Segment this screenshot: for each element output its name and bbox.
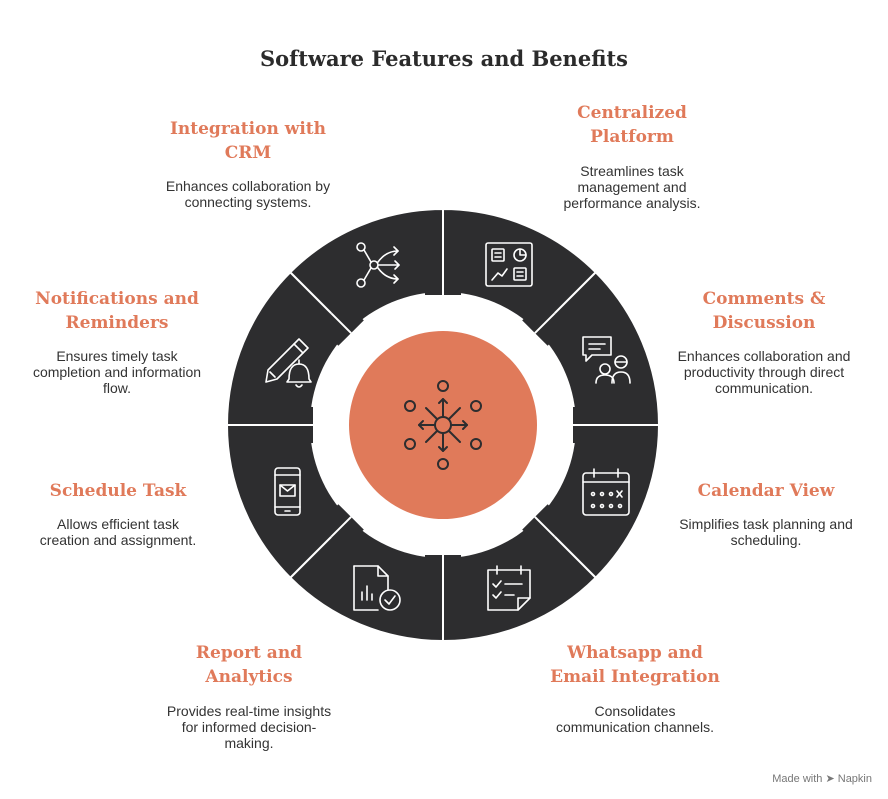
feature-description-line: communication. [714,380,814,396]
checklist-icon [487,565,531,611]
feature-description-line: communication channels. [556,719,714,735]
wheel-tooth [522,300,568,346]
feature-title-line: Notifications and [35,289,199,309]
wheel-tooth [522,504,568,550]
branch-arrows-icon [356,242,400,288]
feature-description-line: management and [577,179,687,195]
feature-title: Comments & Discussion [634,287,888,335]
mobile-mail-icon [274,467,301,516]
feature-title-line: Reminders [65,313,169,333]
feature-description-line: making. [224,735,274,751]
feature-description-line: Enhances collaboration by [165,178,331,194]
feature-description-line: flow. [102,380,131,396]
feature-title: Calendar View [636,479,888,503]
feature-description-line: creation and assignment. [39,532,197,548]
feature-title-line: Comments & [702,289,826,309]
feature-description-line: Allows efficient task [57,516,179,532]
feature-title-line: Calendar View [697,481,835,501]
feature-title-line: Centralized [577,103,687,123]
feature-description-line: for informed decision- [181,719,317,735]
wheel-tooth [318,504,364,550]
feature-description-line: Consolidates [594,703,676,719]
dashboard-icon [485,242,533,287]
network-hub-icon [404,380,482,470]
wheel-tooth [285,407,313,443]
feature-title-line: Report and [195,643,303,663]
feature-title-line: Discussion [712,313,816,333]
center-hub [349,331,537,519]
feature-description-line: Simplifies task planning and [679,516,853,532]
napkin-logo-icon: ➤ [825,773,835,785]
feature-title-line: Integration with [169,119,327,139]
feature-title-line: Whatsapp and [567,643,703,663]
wheel-tooth [318,300,364,346]
feature-title-line: Analytics [205,667,293,687]
footer-credit: Made with ➤ Napkin [772,772,872,785]
page-title: Software Features and Benefits [260,46,628,71]
feature-title: Schedule Task [0,479,248,503]
feature-description-line: Streamlines task [580,163,684,179]
feature-description-line: scheduling. [730,532,802,548]
feature-description-line: Ensures timely task [56,348,178,364]
wheel-tooth [425,267,461,295]
feature-description-line: Provides real-time insights [166,703,332,719]
made-with-label: Made with [772,773,823,785]
feature-title-line: Platform [590,127,674,147]
wheel-tooth [425,555,461,583]
feature-description-line: connecting systems. [184,194,312,210]
napkin-brand: Napkin [837,773,872,785]
pencil-bell-icon [265,338,312,388]
calendar-icon [582,468,630,516]
feature-description-line: productivity through direct [683,364,845,380]
feature-description-line: completion and information [32,364,202,380]
feature-description-line: Enhances collaboration and [677,348,851,364]
wheel-teeth [285,267,601,583]
report-icon [353,565,401,611]
discussion-icon [582,336,631,384]
feature-description-line: performance analysis. [563,195,701,211]
feature-title-line: Schedule Task [49,481,187,501]
wheel-tooth [573,407,601,443]
feature-title-line: Email Integration [550,667,720,687]
feature-title-line: CRM [224,143,272,163]
